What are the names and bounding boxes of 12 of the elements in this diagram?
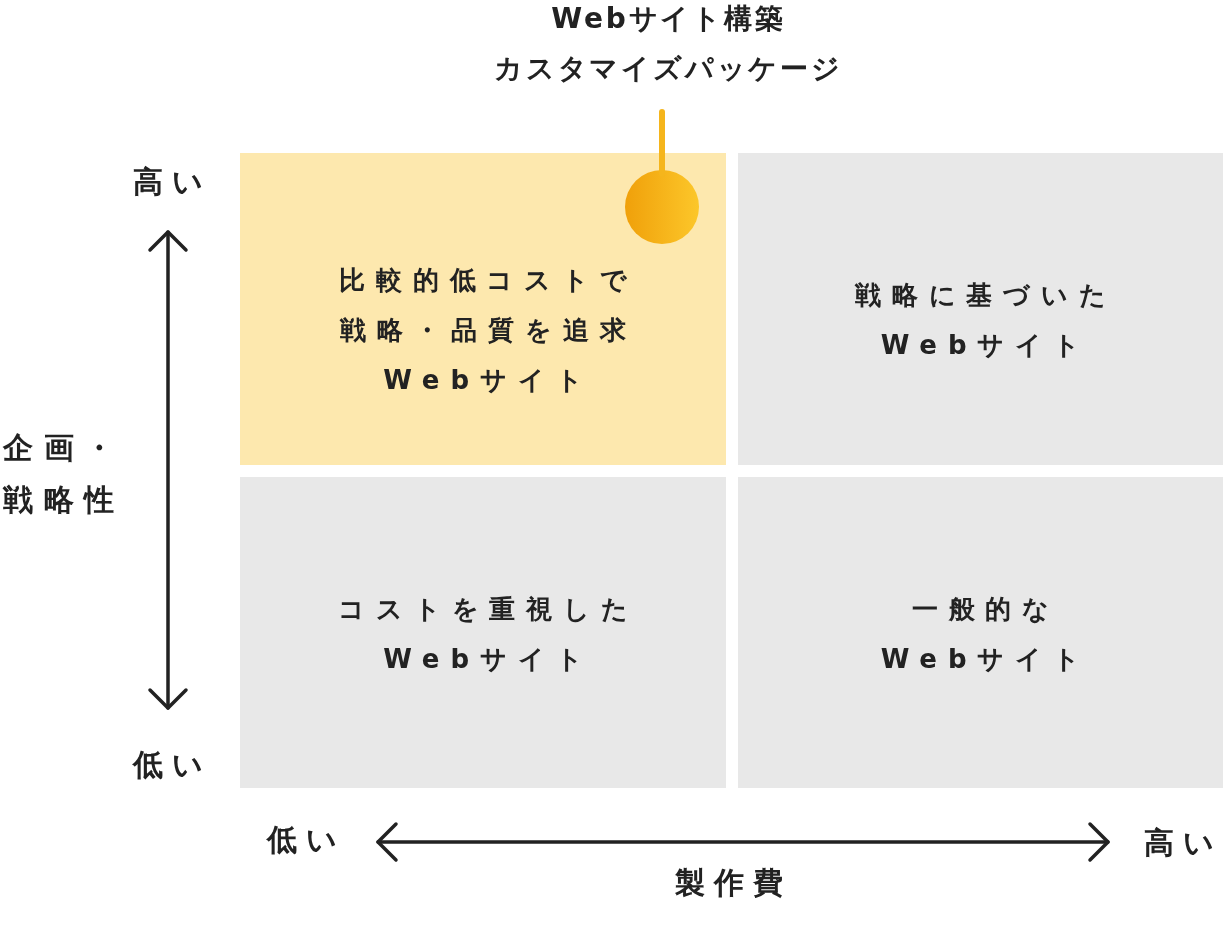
axis-title: 製作費 [673, 864, 793, 902]
quadrant-panel [240, 153, 726, 465]
quadrant-text: コストを重視したWebサイト [336, 592, 640, 676]
axis-end-label: 高い [131, 163, 213, 201]
axis-end-label: 低い [131, 746, 213, 784]
quadrant-text: 戦略に基づいたWebサイト [853, 279, 1118, 362]
axis-end-label: 高い [1142, 824, 1224, 862]
quadrant-text: 比較的低コストで戦略・品質を追求Webサイト [337, 264, 639, 397]
axis-title: 企画・戦略性 [1, 429, 126, 519]
axis-end-label: 低い [265, 821, 347, 859]
callout-text: Webサイト構築カスタマイズパッケージ [452, 0, 882, 112]
quadrant-text: 一般的なWebサイト [879, 592, 1092, 676]
